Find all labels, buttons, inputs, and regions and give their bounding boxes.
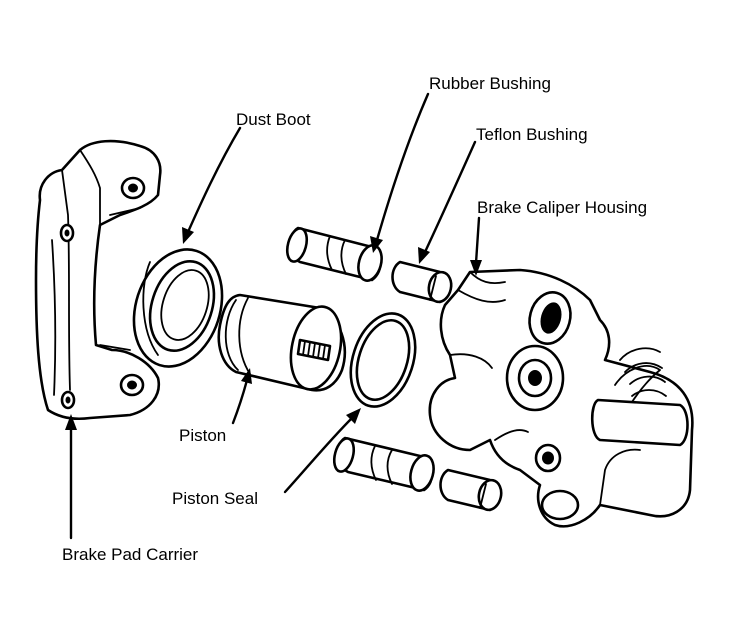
label-teflon-bushing: Teflon Bushing [476,125,588,144]
label-brake-caliper-housing: Brake Caliper Housing [477,198,648,217]
label-piston: Piston [179,426,227,445]
leader-rubber-bushing [370,92,430,253]
leader-dust-boot [182,126,242,244]
dust-boot-part [132,248,224,368]
piston-seal-part [349,312,417,408]
leader-piston [231,368,252,425]
leader-brake-pad-carrier [65,414,77,540]
label-dust-boot: Dust Boot [236,110,311,129]
brake-pad-carrier-part [34,139,162,421]
rubber-bushing-lower-part [332,436,435,492]
rubber-bushing-upper-part [285,226,383,282]
leader-brake-caliper-housing [470,216,482,276]
label-rubber-bushing: Rubber Bushing [429,74,551,93]
leader-piston-seal [283,408,361,494]
teflon-bushing-upper-part [391,260,453,304]
label-piston-seal: Piston Seal [172,489,258,508]
teflon-bushing-lower-part [439,468,503,512]
piston-part [217,293,347,392]
label-brake-pad-carrier: Brake Pad Carrier [62,545,199,564]
brake-caliper-housing-part [428,268,694,528]
leader-teflon-bushing [418,140,477,264]
